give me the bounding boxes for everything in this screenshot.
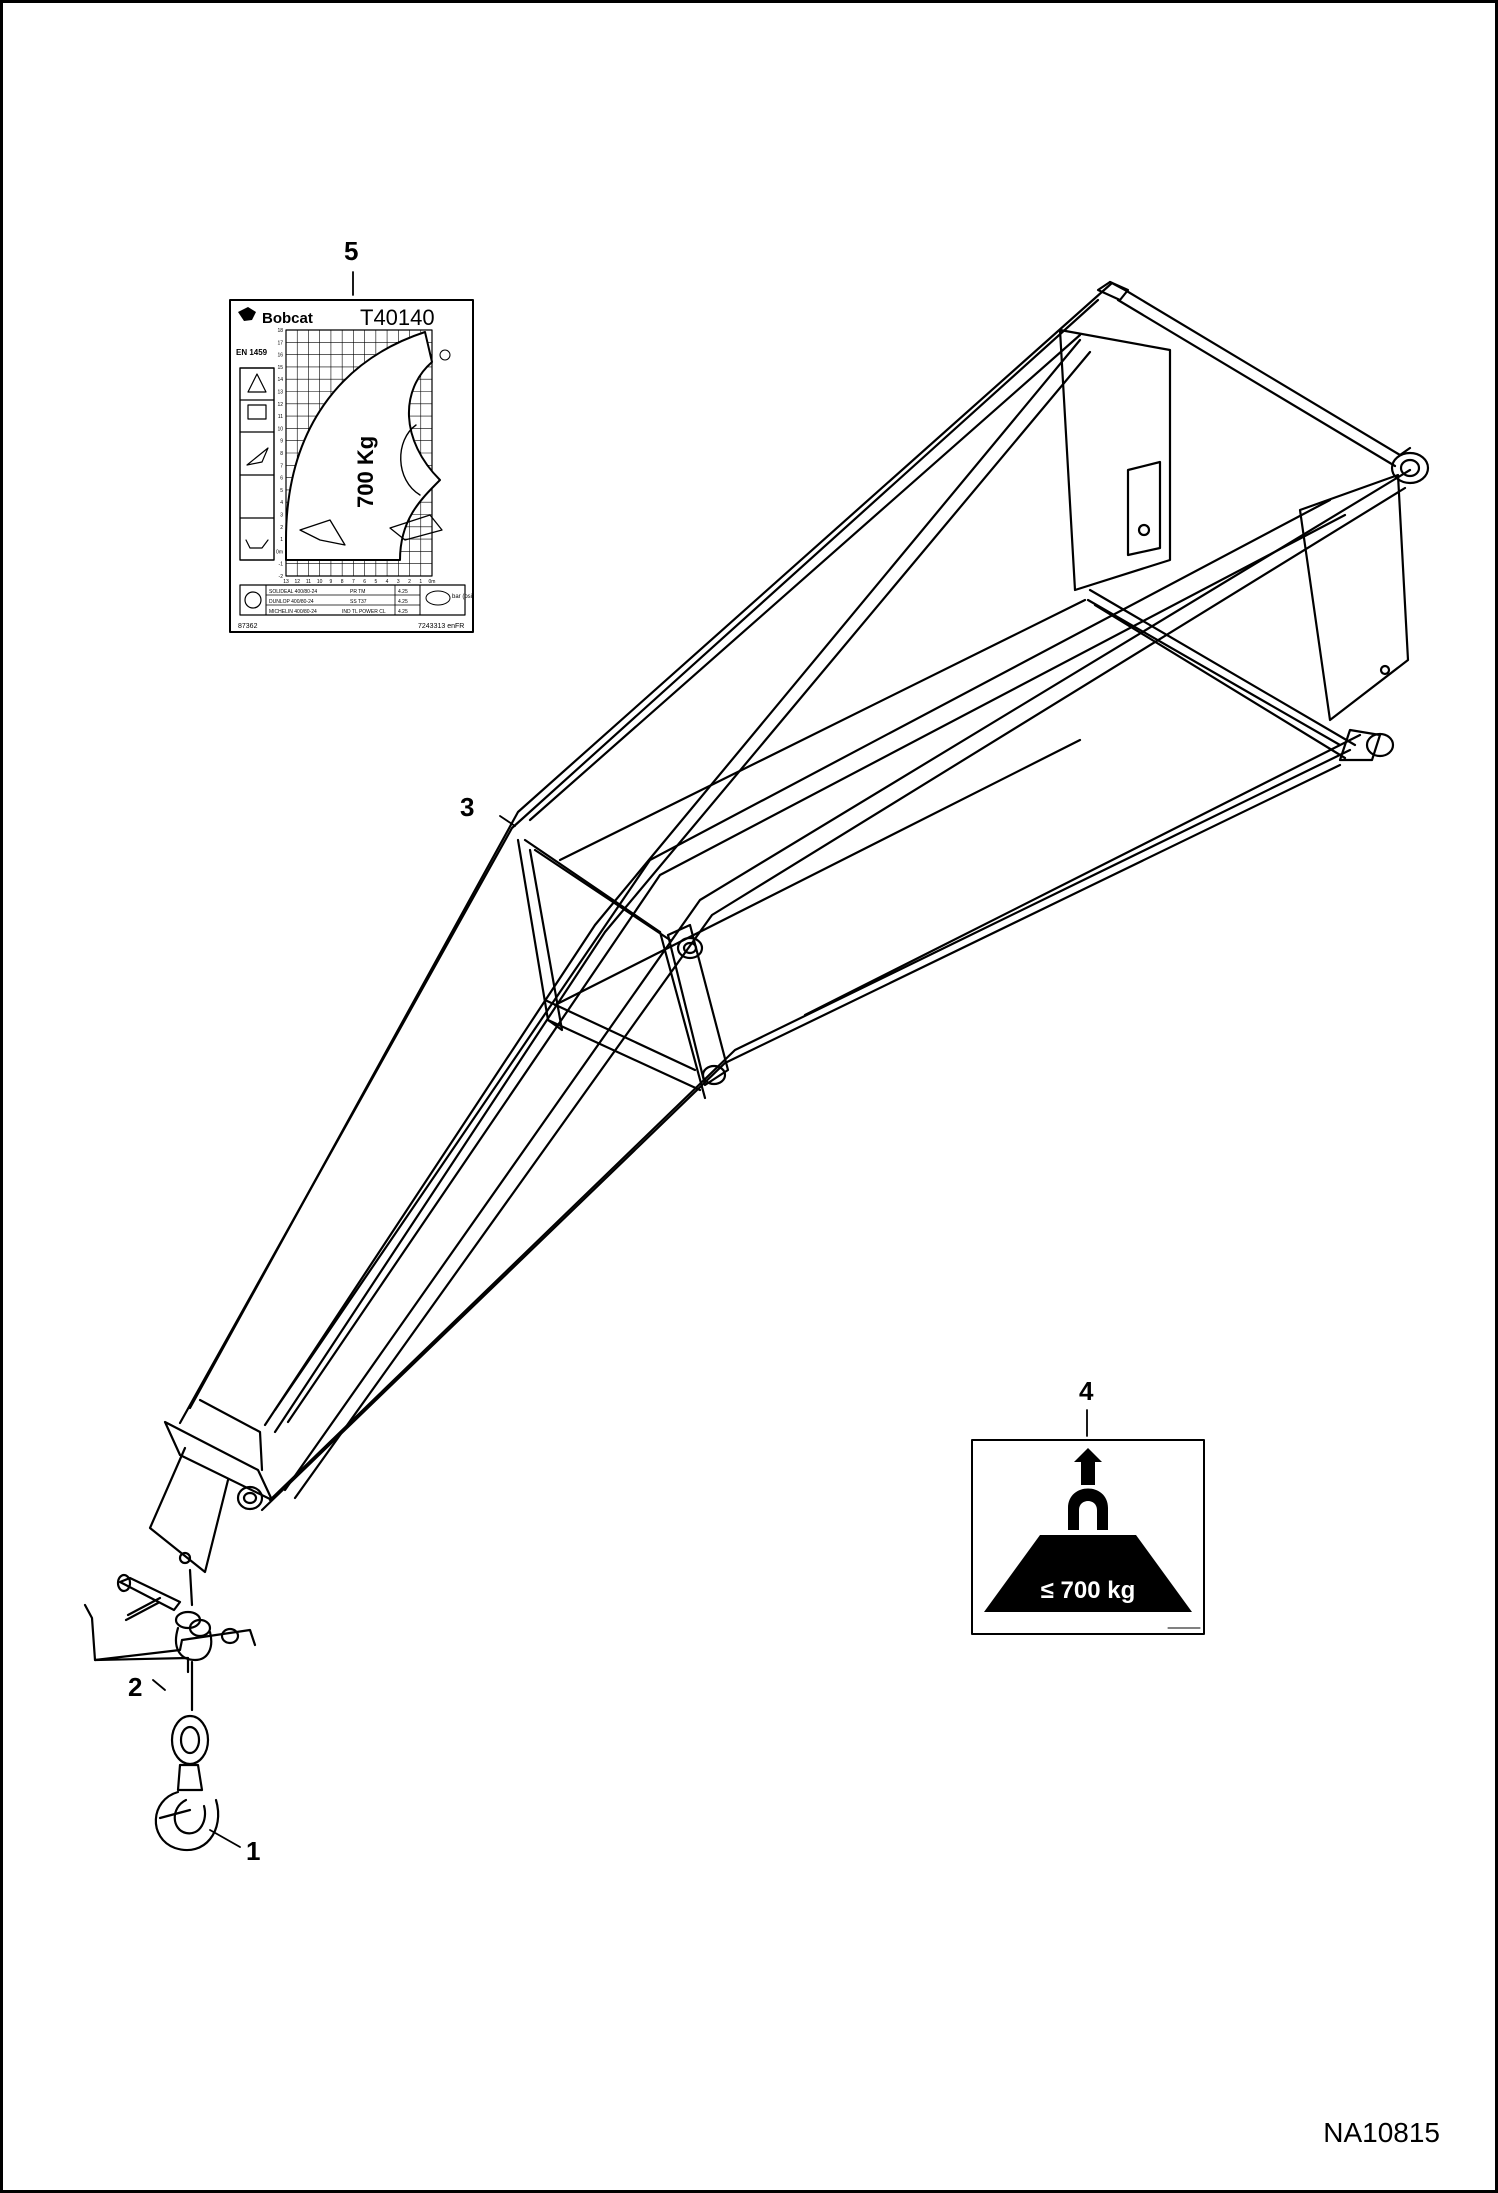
capacity-decal: ≤ 700 kg	[971, 1439, 1205, 1635]
y-tick-label: -2	[279, 574, 284, 580]
x-tick-label: 7	[352, 579, 355, 585]
y-tick-label: 14	[277, 377, 283, 383]
y-tick-label: 4	[280, 500, 283, 506]
lifting-eye-icon	[1068, 1488, 1108, 1530]
chart-y-tick-labels: 18 17 16 15 14 13 12 11 10 9 8 7 6 5 4 3 2 1 0m -1 -2	[276, 328, 283, 580]
callout-5: 5	[344, 236, 359, 266]
decal-code: 7243313 enFR	[418, 623, 464, 630]
y-tick-label: 2	[280, 525, 283, 531]
x-tick-label: 4	[386, 579, 389, 585]
callout-2: 2	[128, 1672, 143, 1702]
y-tick-label: 13	[277, 390, 283, 396]
x-tick-label: 12	[294, 579, 300, 585]
decal-pressure-unit: bar (psi)	[452, 594, 474, 600]
y-tick-label: 16	[277, 353, 283, 359]
x-tick-label: 13	[283, 579, 289, 585]
y-tick-label: 11	[278, 414, 283, 420]
y-tick-label: 0m	[276, 549, 283, 555]
weight-icon	[984, 1535, 1192, 1612]
x-tick-label: 0m	[429, 579, 436, 585]
x-tick-label: 11	[306, 579, 311, 585]
decal-tire-1-pressure: 4.25	[398, 589, 408, 595]
x-tick-label: 2	[408, 579, 411, 585]
y-tick-label: 5	[280, 488, 283, 494]
x-tick-label: 3	[397, 579, 400, 585]
decal-standard: EN 1459	[236, 348, 268, 357]
x-tick-label: 8	[341, 579, 344, 585]
callout-4: 4	[1079, 1376, 1094, 1406]
decal-tire-3-name: MICHELIN 400/80-24	[269, 609, 317, 615]
load-chart-text: Bobcat T40140 EN 1459 700 Kg 87362 72433…	[236, 305, 474, 630]
decal-tire-3-spec: IND TL POWER CL	[342, 609, 386, 615]
decal-tire-2-spec: SS T37	[350, 599, 367, 605]
x-tick-label: 10	[317, 579, 323, 585]
y-tick-label: 12	[277, 402, 283, 408]
callout-3: 3	[460, 792, 475, 822]
capacity-label: ≤ 700 kg	[1041, 1577, 1136, 1604]
y-tick-label: 1	[280, 537, 283, 543]
decal-model: T40140	[360, 305, 435, 330]
hook-hardware	[83, 1568, 257, 1851]
chart-x-tick-labels: 13 12 11 10 9 8 7 6 5 4 3 2 1 0m	[283, 579, 435, 585]
decal-capacity: 700 Kg	[353, 436, 378, 508]
y-tick-label: 15	[277, 365, 283, 371]
y-tick-label: 18	[277, 328, 283, 334]
decal-brand: Bobcat	[262, 310, 313, 327]
x-tick-label: 6	[363, 579, 366, 585]
y-tick-label: 7	[280, 463, 283, 469]
y-tick-label: 10	[277, 426, 283, 432]
decal-tire-1-name: SOLIDEAL 400/80-24	[269, 589, 317, 595]
decal-tire-3-pressure: 4.25	[398, 609, 408, 615]
x-tick-label: 9	[330, 579, 333, 585]
jib-frame	[148, 280, 1430, 1574]
x-tick-label: 1	[419, 579, 422, 585]
y-tick-label: 3	[280, 513, 283, 519]
up-arrow-icon	[1074, 1448, 1102, 1485]
decal-tire-2-name: DUNLOP 400/80-24	[269, 599, 314, 605]
decal-tire-1-spec: PR TM	[350, 589, 365, 595]
decal-part-number: 87362	[238, 623, 258, 630]
y-tick-label: 8	[280, 451, 283, 457]
x-tick-label: 5	[374, 579, 377, 585]
y-tick-label: 6	[280, 476, 283, 482]
decal-tire-2-pressure: 4.25	[398, 599, 408, 605]
callout-1: 1	[246, 1836, 261, 1866]
y-tick-label: 17	[277, 340, 283, 346]
y-tick-label: 9	[280, 439, 283, 445]
load-chart-decal	[229, 299, 474, 633]
leader-lines	[152, 271, 1088, 1848]
y-tick-label: -1	[279, 562, 284, 568]
figure-id: NA10815	[1323, 2117, 1440, 2148]
